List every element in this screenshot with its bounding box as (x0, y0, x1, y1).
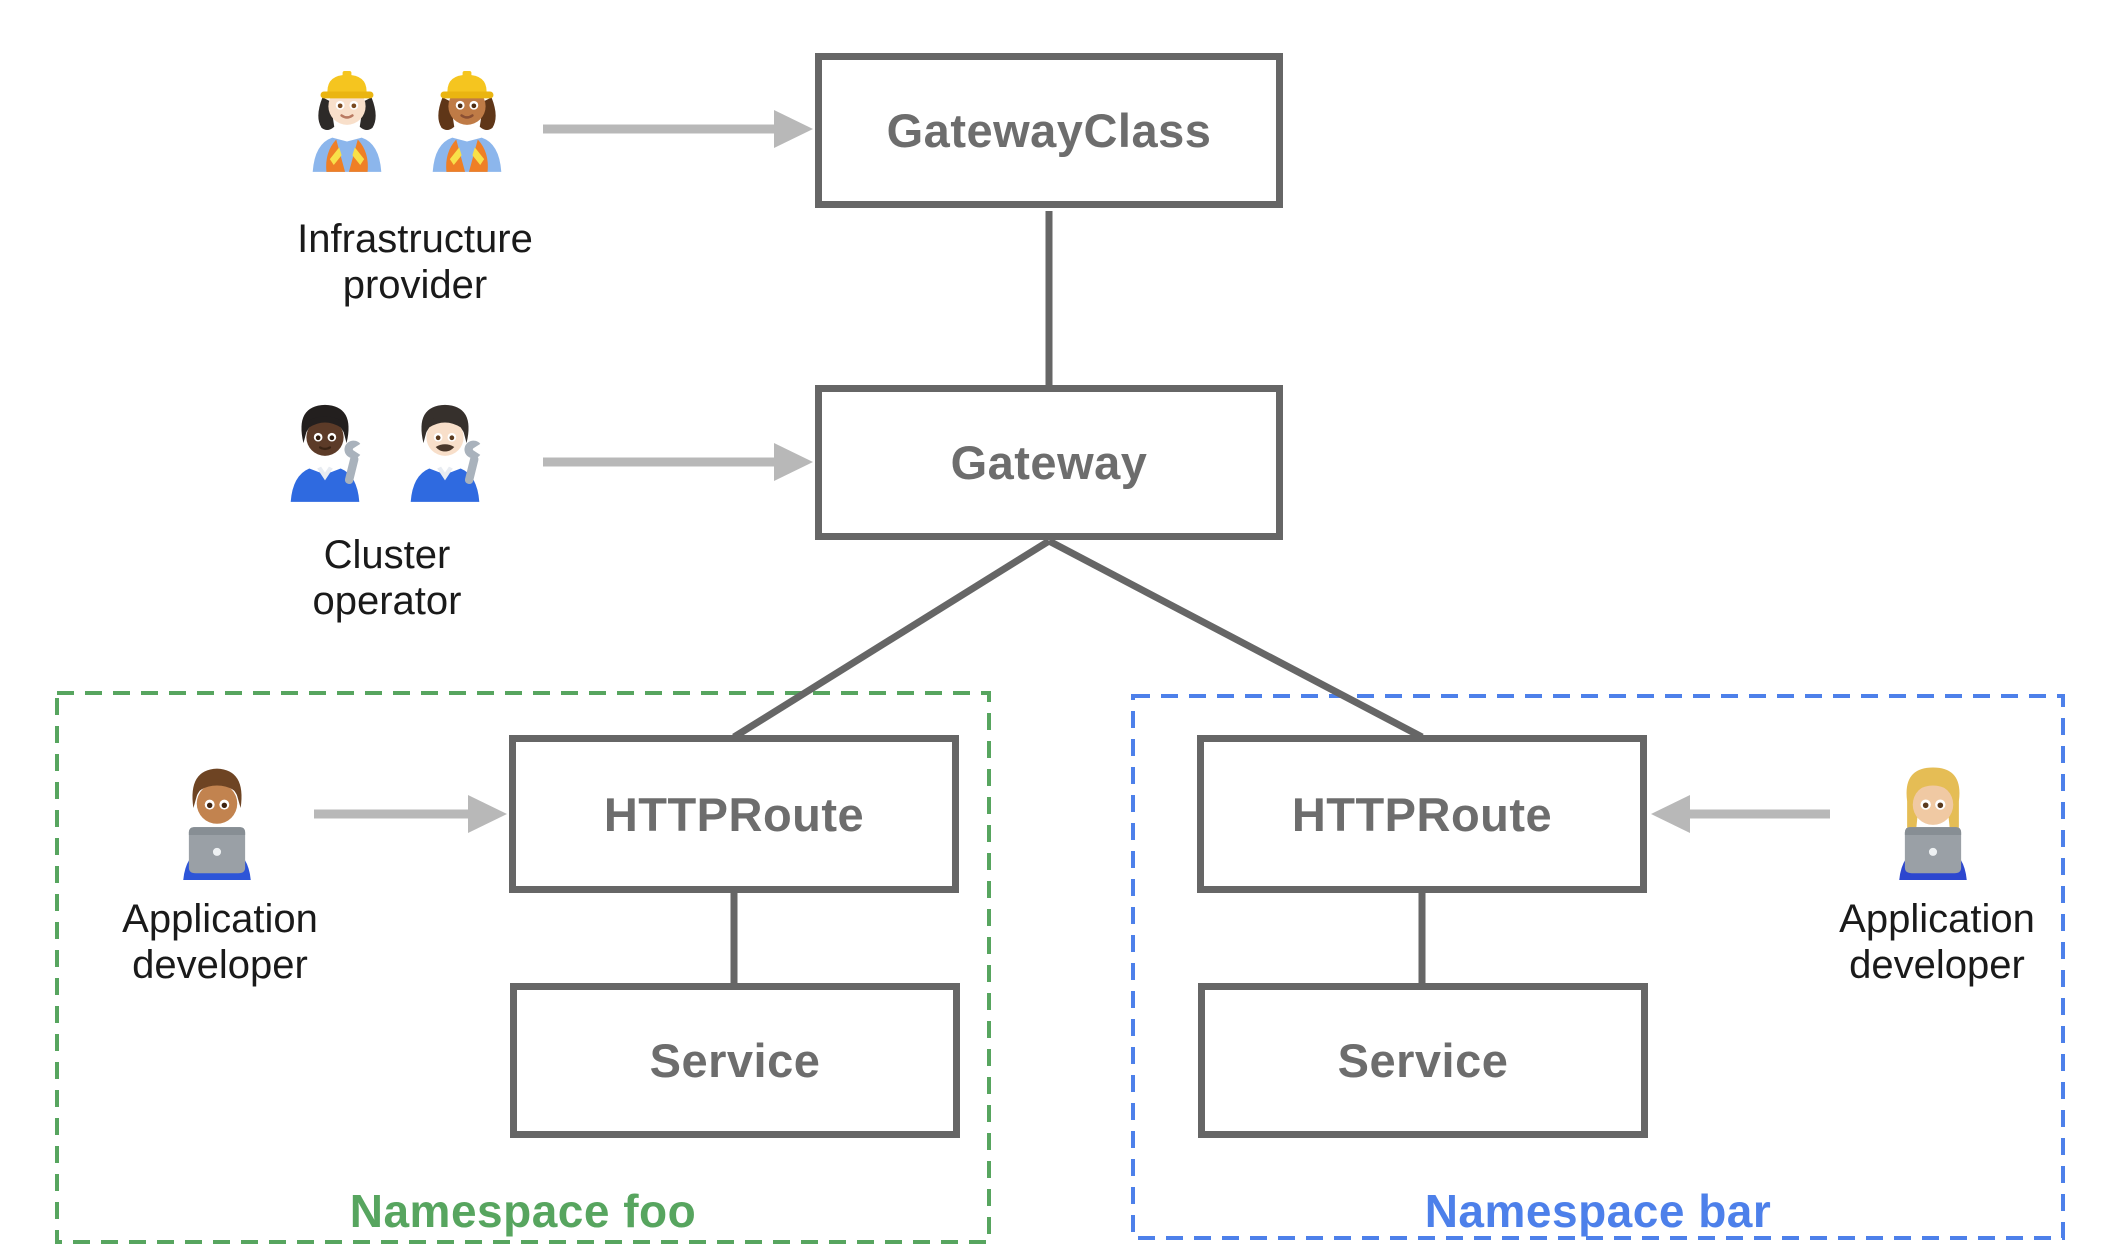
woman-construction-worker-light-skin-icon (312, 70, 382, 172)
application-developer-foo-label: Application developer (122, 897, 318, 987)
edge-gateway-httproute-foo (732, 538, 1051, 740)
node-service-bar: Service (1198, 983, 1648, 1138)
node-service-bar-label: Service (1337, 1034, 1509, 1087)
infrastructure-provider-icons (298, 62, 516, 172)
face (426, 418, 464, 456)
edge-gateway-httproute-bar (1047, 537, 1424, 741)
wrench (464, 440, 481, 485)
face (1912, 784, 1954, 825)
arrow-head (468, 795, 507, 833)
namespace-bar-boundary (1131, 694, 2065, 1240)
application-developer-bar-icons (1876, 754, 1990, 880)
arrow-cluster-operator-to-gateway (543, 443, 813, 481)
mustache (435, 444, 455, 452)
man-technologist-icon (183, 768, 251, 880)
laptop (188, 827, 246, 874)
hair (192, 768, 242, 808)
collar (317, 466, 333, 481)
shirt (410, 468, 480, 502)
apple-logo (212, 847, 222, 856)
arrow-head (1651, 795, 1690, 833)
node-gatewayclass: GatewayClass (815, 53, 1283, 208)
node-httproute-foo: HTTPRoute (509, 735, 959, 893)
laptop (1904, 827, 1962, 874)
node-gatewayclass-label: GatewayClass (886, 104, 1212, 157)
arrow-app-developer-to-httproute-bar (1651, 795, 1830, 833)
mechanic-dark-skin-icon (290, 404, 361, 502)
hair (301, 404, 349, 444)
cluster-operator-label: Cluster operator (312, 533, 462, 623)
node-gateway-label: Gateway (950, 436, 1148, 489)
node-service-foo: Service (510, 983, 960, 1138)
hard-hat (327, 74, 367, 94)
shirt (432, 137, 502, 172)
shirt (290, 468, 360, 502)
arrow-infrastructure-provider-to-gatewayclass (543, 110, 813, 148)
hard-hat (447, 74, 487, 94)
infrastructure-provider-label: Infrastructure provider (297, 217, 533, 307)
wrench (344, 440, 361, 485)
collar (437, 466, 453, 481)
woman-technologist-icon (1899, 767, 1967, 880)
cluster-operator-icons (276, 392, 494, 502)
arrow-app-developer-to-httproute-foo (314, 795, 507, 833)
hair (421, 404, 469, 444)
face (196, 783, 238, 824)
application-developer-foo-icons (160, 754, 274, 880)
node-httproute-foo-label: HTTPRoute (603, 787, 865, 841)
application-developer-bar-label: Application developer (1839, 897, 2035, 987)
node-httproute-bar-label: HTTPRoute (1291, 787, 1553, 841)
face (306, 418, 344, 456)
namespace-bar-label: Namespace bar (1424, 1185, 1772, 1237)
namespace-foo-label: Namespace foo (349, 1185, 697, 1237)
namespace-foo-boundary (55, 691, 991, 1244)
man-mechanic-light-skin-icon (410, 404, 481, 502)
apple-logo (1928, 847, 1938, 856)
arrow-head (774, 443, 813, 481)
arrow-head (774, 110, 813, 148)
node-gateway: Gateway (815, 385, 1283, 540)
shirt (312, 137, 382, 172)
woman-construction-worker-medium-skin-icon (432, 70, 502, 172)
node-service-foo-label: Service (649, 1034, 821, 1087)
node-httproute-bar: HTTPRoute (1197, 735, 1647, 893)
